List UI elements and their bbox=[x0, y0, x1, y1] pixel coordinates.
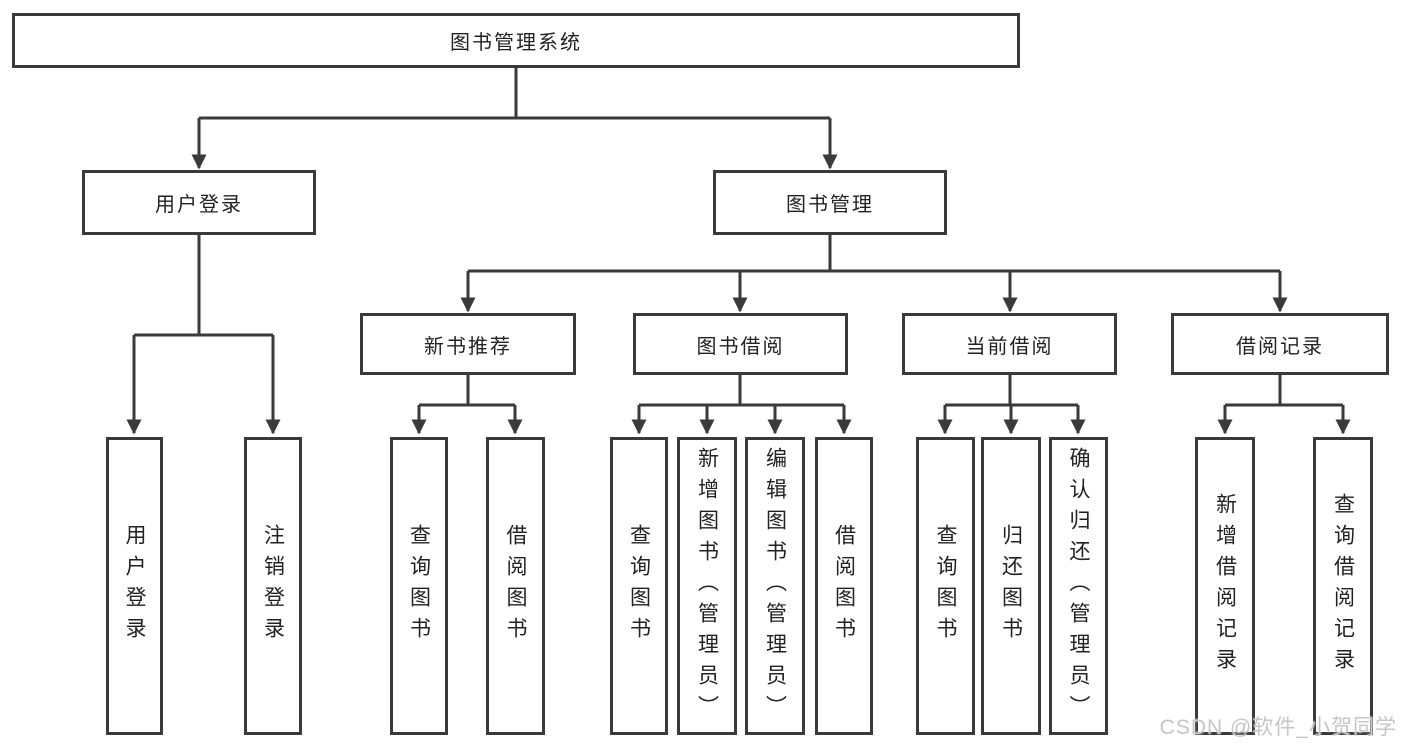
csdn-watermark: CSDN @软件_小贺同学 bbox=[1159, 716, 1397, 739]
node-label: 新书推荐 bbox=[424, 335, 512, 358]
node-borrowing-records: 借阅记录 bbox=[1171, 313, 1389, 375]
node-label: 图书管理 bbox=[786, 194, 874, 216]
node-label: 编辑图书（管理员） bbox=[763, 446, 787, 726]
leaf-confirm-return-admin: 确认归还（管理员） bbox=[1049, 437, 1108, 735]
leaf-query-books-recommendation: 查询图书 bbox=[390, 437, 448, 735]
node-new-book-recommendation: 新书推荐 bbox=[360, 313, 576, 375]
node-book-management: 图书管理 bbox=[713, 170, 947, 235]
node-label: 查询图书 bbox=[407, 524, 431, 648]
leaf-add-books-admin: 新增图书（管理员） bbox=[677, 437, 737, 735]
leaf-return-books: 归还图书 bbox=[981, 437, 1041, 735]
node-label: 新增图书（管理员） bbox=[695, 446, 719, 726]
node-label: 当前借阅 bbox=[965, 335, 1054, 358]
node-book-borrowing: 图书借阅 bbox=[633, 313, 848, 375]
leaf-user-login: 用户登录 bbox=[106, 437, 163, 735]
node-label: 用户登录 bbox=[155, 194, 243, 216]
leaf-query-books-borrowing: 查询图书 bbox=[610, 437, 668, 735]
node-label: 借阅记录 bbox=[1236, 335, 1324, 358]
leaf-add-borrow-record: 新增借阅记录 bbox=[1195, 437, 1255, 735]
node-label: 注销登录 bbox=[261, 524, 285, 648]
node-label: 查询图书 bbox=[934, 524, 957, 648]
leaf-query-books-current: 查询图书 bbox=[916, 437, 975, 735]
leaf-borrow-books-recommendation: 借阅图书 bbox=[486, 437, 545, 735]
node-label: 用户登录 bbox=[123, 524, 146, 648]
node-label: 归还图书 bbox=[999, 524, 1023, 648]
node-label: 借阅图书 bbox=[504, 524, 527, 648]
node-label: 新增借阅记录 bbox=[1213, 493, 1237, 679]
node-label: 查询借阅记录 bbox=[1331, 493, 1355, 679]
leaf-borrow-books: 借阅图书 bbox=[815, 437, 873, 735]
node-current-borrowing: 当前借阅 bbox=[902, 313, 1117, 375]
node-label: 图书管理系统 bbox=[450, 32, 582, 54]
node-user-login: 用户登录 bbox=[82, 170, 316, 235]
leaf-logout: 注销登录 bbox=[244, 437, 302, 735]
node-label: 图书借阅 bbox=[696, 335, 785, 358]
node-root-system: 图书管理系统 bbox=[12, 13, 1020, 68]
node-label: 借阅图书 bbox=[832, 524, 856, 648]
node-label: 确认归还（管理员） bbox=[1067, 446, 1090, 726]
leaf-edit-books-admin: 编辑图书（管理员） bbox=[745, 437, 805, 735]
node-label: 查询图书 bbox=[627, 524, 651, 648]
leaf-query-borrow-record: 查询借阅记录 bbox=[1313, 437, 1373, 735]
